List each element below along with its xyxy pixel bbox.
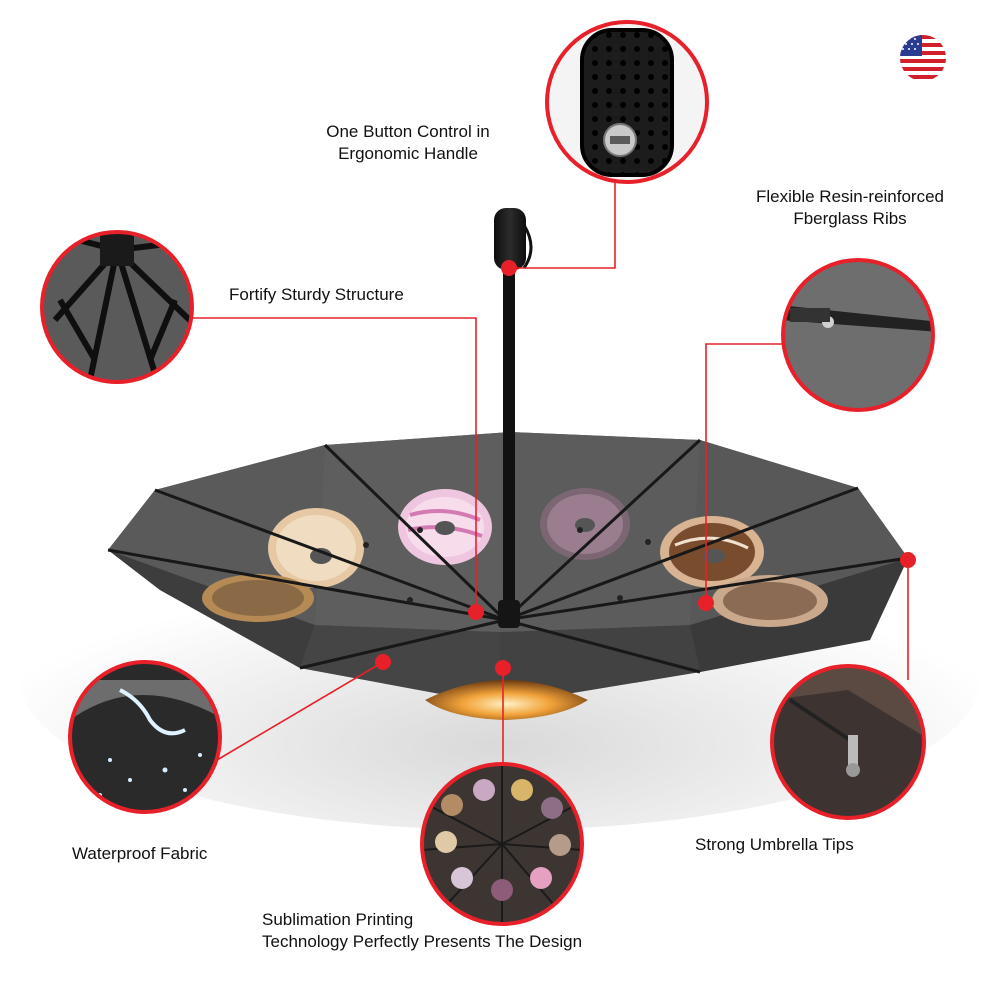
- detail-structure: [40, 230, 194, 384]
- glowing-donut-print: [425, 680, 588, 720]
- callout-ribs-label: Flexible Resin-reinforced Fberglass Ribs: [738, 186, 962, 230]
- detail-handle: [545, 20, 709, 184]
- detail-ribs: [781, 258, 935, 412]
- callout-handle-label: One Button Control in Ergonomic Handle: [308, 121, 508, 165]
- detail-printing: [420, 762, 584, 926]
- callout-printing-line1: Sublimation Printing: [262, 910, 414, 929]
- detail-fabric: [68, 660, 222, 814]
- callout-lines: [190, 182, 909, 764]
- callout-handle-line2: Ergonomic Handle: [338, 144, 478, 163]
- callout-printing-label: Sublimation Printing Technology Perfectl…: [262, 909, 582, 953]
- red-dot-markers: [375, 260, 916, 676]
- donut-prints: [202, 488, 828, 627]
- umbrella-handle: [494, 208, 526, 270]
- umbrella: [107, 208, 909, 720]
- callout-tips-label: Strong Umbrella Tips: [695, 835, 854, 854]
- callout-fabric-label: Waterproof Fabric: [72, 844, 208, 863]
- callout-handle-line1: One Button Control in: [326, 122, 490, 141]
- callout-structure-label: Fortify Sturdy Structure: [229, 285, 404, 304]
- us-flag-icon: [900, 35, 946, 81]
- callout-printing-line2: Technology Perfectly Presents The Design: [262, 932, 583, 951]
- callout-ribs-line2: Fberglass Ribs: [793, 209, 907, 228]
- callout-ribs-line1: Flexible Resin-reinforced: [755, 187, 945, 206]
- detail-tips: [770, 664, 926, 820]
- umbrella-shaft: [503, 262, 515, 622]
